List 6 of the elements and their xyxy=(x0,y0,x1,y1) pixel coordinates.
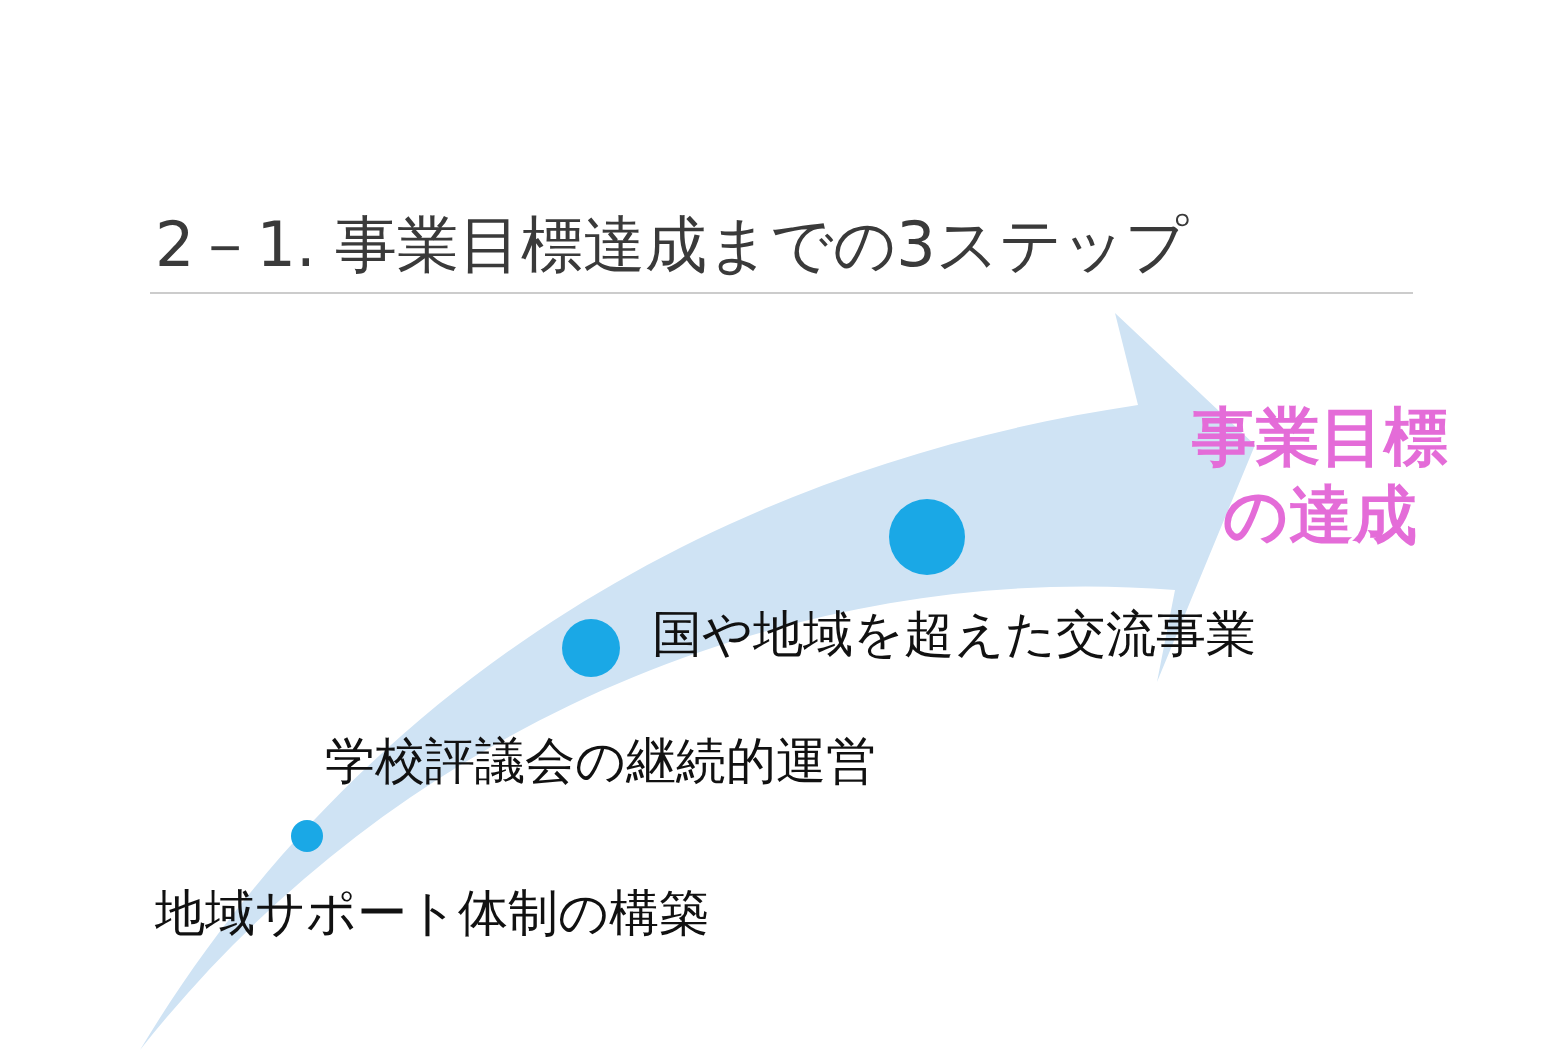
step-label: 地域サポート体制の構築 xyxy=(155,885,709,941)
step-label: 学校評議会の継続的運営 xyxy=(325,733,876,789)
goal-text: 事業目標の達成 xyxy=(1175,398,1465,554)
title: 2－1. 事業目標達成までの3ステップ xyxy=(155,207,1188,283)
step-label: 国や地域を超えた交流事業 xyxy=(652,606,1256,662)
curved-arrow xyxy=(140,313,1255,1050)
